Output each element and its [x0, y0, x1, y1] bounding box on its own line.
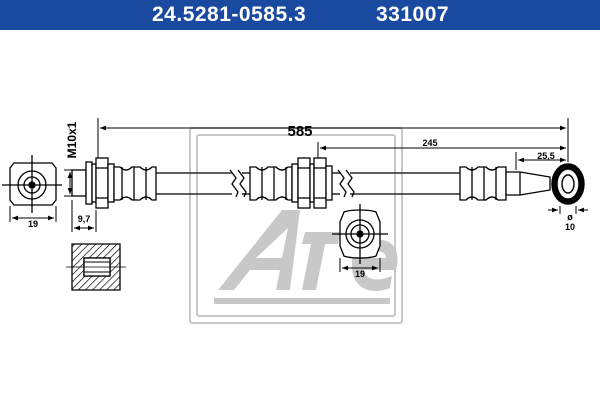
fitting-offset-label: 9,7: [78, 214, 91, 224]
reference-number: 331007: [376, 3, 450, 26]
header-bar: [0, 0, 600, 30]
fitting-section-icon: [66, 243, 126, 291]
part-number: 24.5281-0585.3: [152, 3, 307, 26]
left-fitting: [71, 157, 157, 209]
right-fitting: [459, 166, 551, 201]
dimension-total-length: [97, 118, 569, 162]
thread-label: M10x1: [65, 121, 79, 158]
dimension-fitting-offset: [71, 200, 97, 232]
total-length-label: 585: [287, 123, 312, 140]
end-length-label: 25,5: [537, 151, 555, 161]
center-fitting: [249, 157, 333, 209]
hose-assembly: [154, 169, 460, 198]
dimension-partial-length: [317, 142, 566, 158]
eye-diameter-label: 10: [565, 222, 575, 232]
dimension-fitting-width-left: [9, 206, 57, 222]
dimension-end-length: [515, 152, 566, 170]
dimension-eye-diameter: [548, 206, 588, 214]
technical-drawing: 585 245 25,5 M10x1 19 9,7 19: [2, 118, 588, 324]
eye-diameter-symbol: ø: [567, 212, 573, 222]
hex-fitting-front-view-icon: [332, 204, 388, 264]
dimension-thread: [64, 169, 80, 197]
partial-length-label: 245: [422, 138, 437, 148]
dimension-fitting-width-center: [339, 258, 381, 272]
hex-nut-front-view-icon: [2, 155, 62, 213]
fitting-width-center-label: 19: [355, 269, 365, 279]
banjo-eye-icon: [551, 163, 585, 205]
fitting-width-left-label: 19: [28, 219, 38, 229]
